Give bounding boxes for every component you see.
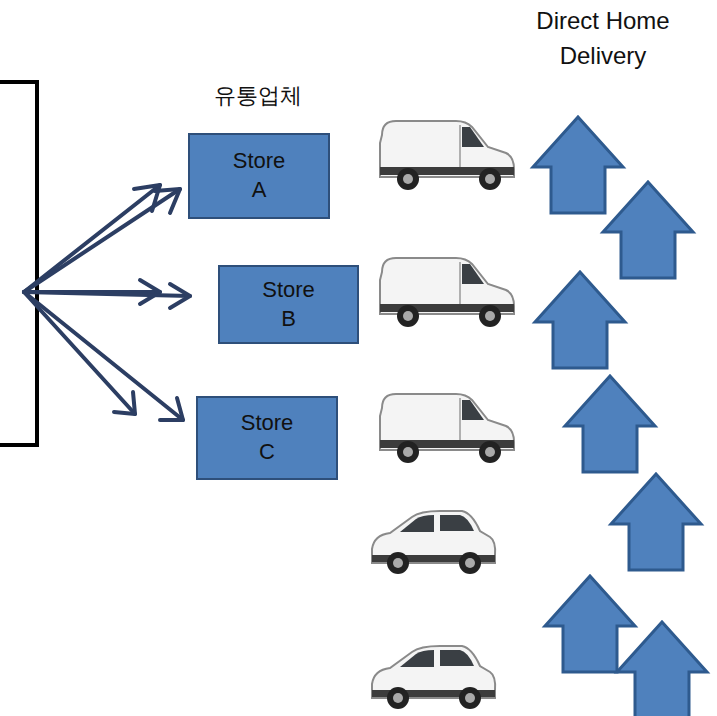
bracket bbox=[0, 82, 37, 445]
group-label: 유통업체 bbox=[178, 82, 338, 111]
delivery-van bbox=[380, 394, 514, 463]
home-icon bbox=[617, 622, 707, 716]
delivery-van bbox=[380, 258, 514, 327]
store-name: Store C bbox=[233, 409, 301, 466]
store-box: Store C bbox=[196, 396, 338, 480]
home-icon bbox=[603, 182, 693, 278]
delivery-car bbox=[372, 646, 495, 709]
store-name: Store A bbox=[225, 147, 293, 204]
home-icon bbox=[533, 117, 623, 213]
store-box: Store A bbox=[188, 133, 330, 219]
delivery-van bbox=[380, 121, 514, 190]
home-icon bbox=[611, 474, 701, 570]
home-icon bbox=[535, 272, 625, 368]
home-icon bbox=[545, 576, 635, 672]
store-name: Store B bbox=[255, 276, 323, 333]
home-icon bbox=[565, 376, 655, 472]
store-box: Store B bbox=[218, 265, 359, 344]
column-heading: Direct Home Delivery bbox=[508, 4, 698, 74]
distribution-arrows bbox=[24, 185, 190, 420]
delivery-car bbox=[372, 511, 495, 574]
